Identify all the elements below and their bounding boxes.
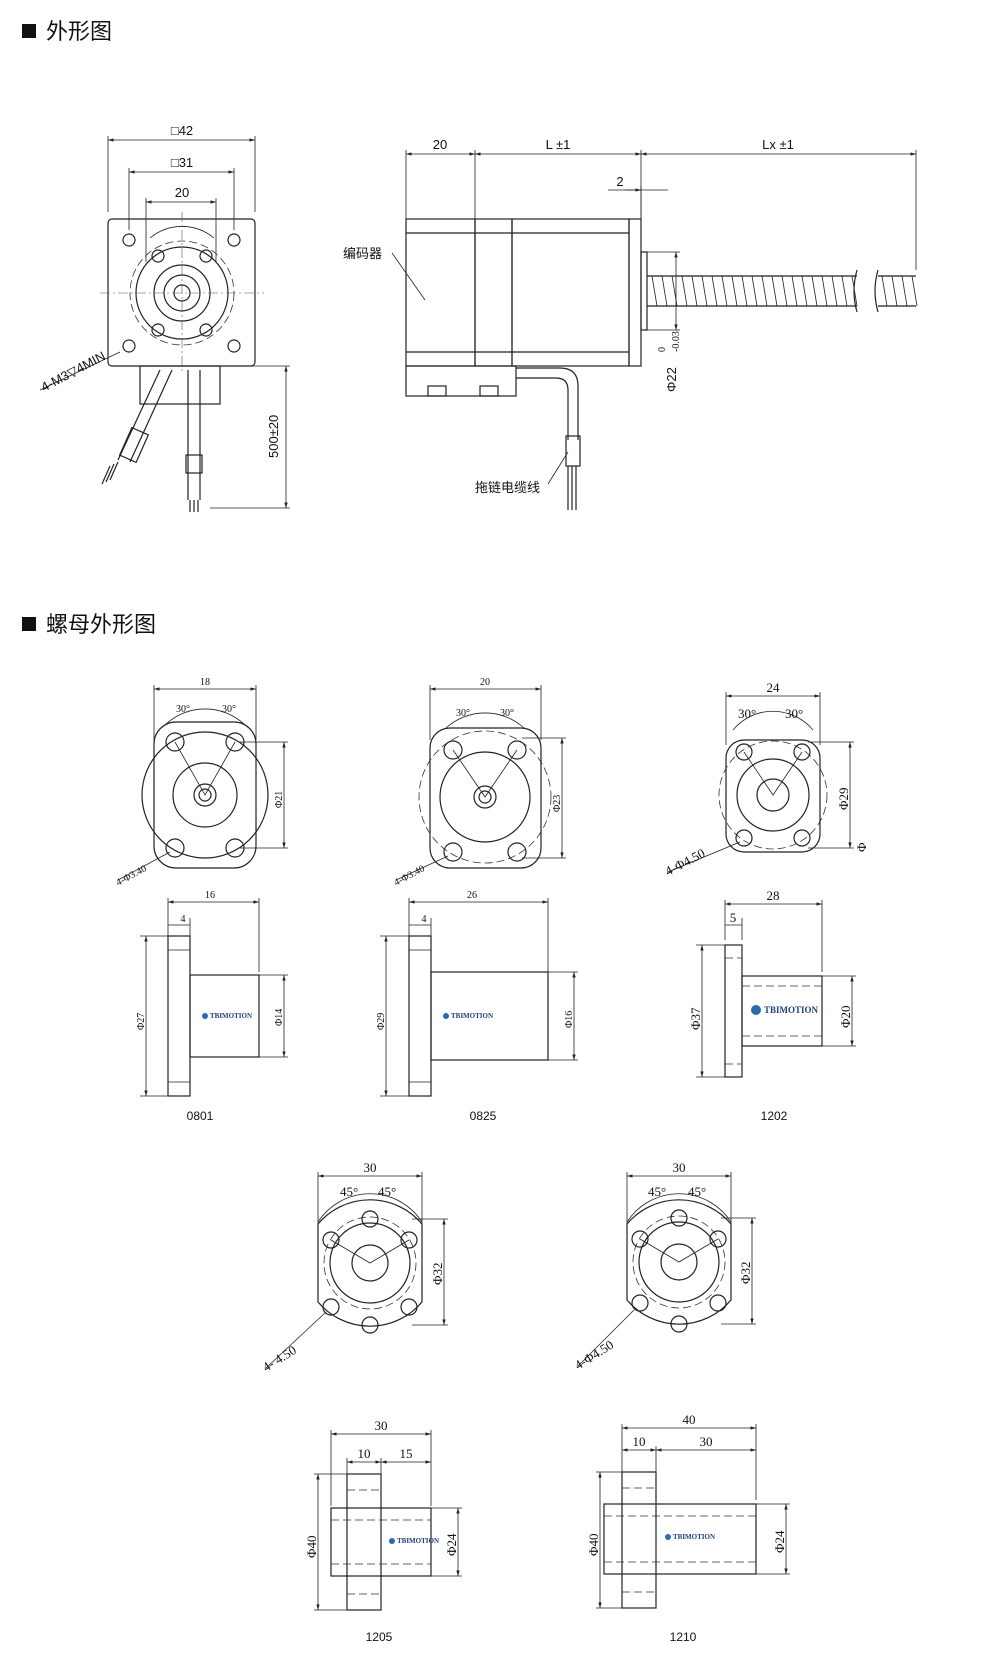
nut-1202-flange: 5	[730, 910, 737, 925]
nut-0825-model: 0825	[470, 1109, 497, 1123]
dim-shaft-dia: Φ22	[664, 367, 679, 392]
nut-0801-length: 16	[205, 890, 215, 901]
square-bullet-icon	[22, 617, 36, 631]
nut-1210-angle-right: 45°	[688, 1184, 706, 1199]
nut-1210-body: Φ24	[772, 1530, 787, 1553]
nut-1210-od: Φ40	[586, 1533, 601, 1556]
nut-1205-angle-left: 45°	[340, 1184, 358, 1199]
nut-0825-front-view: 20 30° 30° Φ23 4-Φ3.40	[392, 677, 566, 889]
nut-1205-logo: TBIMOTION	[397, 1537, 439, 1545]
nut-0825-body: Φ16	[564, 1011, 575, 1028]
dim-20-front: 20	[175, 185, 189, 200]
nut-1205-od: Φ40	[304, 1535, 319, 1558]
nut-1202-od: Φ37	[688, 1007, 703, 1030]
square-bullet-icon	[22, 24, 36, 38]
dim-2: 2	[616, 174, 623, 189]
nut-1202-body: Φ20	[838, 1005, 853, 1028]
nut-1205-angle-right: 45°	[378, 1184, 396, 1199]
nut-1202-angle-right: 30°	[785, 706, 803, 721]
nut-1210-side-view: 40 10 30 Φ40 Φ24 TBIMOTION 1210	[586, 1412, 790, 1644]
nut-0801-side-view: 16 4 Φ27 Φ14 TBIMOTION 0801	[136, 890, 288, 1123]
mount-holes-note: 4-M3▽4MIN	[38, 348, 107, 394]
nut-1210-logo: TBIMOTION	[673, 1533, 715, 1541]
nut-1202-logo: TBIMOTION	[764, 1005, 819, 1015]
shaft-tol-lower: -0.03	[671, 331, 682, 352]
nut-1210-front-view: 30 45° 45° Φ32 4-Φ4.50	[572, 1160, 756, 1373]
nut-0825-holes: 4-Φ3.40	[392, 863, 426, 888]
nut-0801-model: 0801	[187, 1109, 214, 1123]
nut-1205-pcd: Φ32	[430, 1262, 445, 1285]
nut-1210-holes: 4-Φ4.50	[572, 1337, 616, 1373]
nut-0801-logo: TBIMOTION	[210, 1012, 252, 1020]
outline-title-text: 外形图	[46, 20, 113, 45]
outline-section-title: 外形图	[22, 14, 112, 46]
shaft-tol-upper: 0	[657, 347, 668, 352]
tbimotion-logo-icon	[202, 1013, 208, 1019]
nut-0825-flange: 4	[422, 914, 427, 925]
nut-0801-front-view: 18 30° 30° Φ21 4-Φ3.40	[114, 677, 288, 889]
nut-title-text: 螺母外形图	[46, 613, 157, 638]
encoder-label: 编码器	[343, 246, 382, 261]
nut-0801-flange: 4	[181, 914, 186, 925]
dim-20-side: 20	[433, 137, 447, 152]
nut-0825-pcd: Φ23	[552, 795, 563, 812]
nut-1210-width: 30	[673, 1160, 686, 1175]
nut-1210-pcd: Φ32	[738, 1261, 753, 1284]
nut-0801-width: 18	[200, 677, 210, 688]
nut-1210-body-len: 30	[700, 1434, 713, 1449]
nut-1210-model: 1210	[670, 1630, 697, 1644]
nut-1202-length: 28	[767, 888, 780, 903]
nut-1205-body-len: 15	[400, 1446, 413, 1461]
nut-1205-front-view: 30 45° 45° Φ32 4- 4.50	[260, 1160, 448, 1375]
dim-square-31: □31	[171, 155, 193, 170]
nut-0801-holes: 4-Φ3.40	[114, 863, 148, 888]
tbimotion-logo-icon	[665, 1534, 671, 1540]
nut-section-title: 螺母外形图	[22, 607, 156, 639]
nut-1210-angle-left: 45°	[648, 1184, 666, 1199]
nut-1202-front-view: 24 30° 30° Φ29 Φ 4-Φ4.50	[662, 680, 869, 879]
tbimotion-logo-icon	[751, 1005, 761, 1015]
nut-1205-holes: 4- 4.50	[260, 1342, 299, 1374]
cable-label: 拖链电缆线	[475, 480, 540, 495]
dim-Lx: Lx ±1	[762, 137, 794, 152]
nut-1205-length: 30	[375, 1418, 388, 1433]
nut-1202-model: 1202	[761, 1109, 788, 1123]
nut-1205-width: 30	[364, 1160, 377, 1175]
dim-square-42: □42	[171, 123, 193, 138]
nut-0801-angle-right: 30°	[222, 704, 236, 715]
nut-0801-angle-left: 30°	[176, 704, 190, 715]
nut-0825-side-view: 26 4 Φ29 Φ16 TBIMOTION 0825	[376, 890, 578, 1123]
nut-0825-od: Φ29	[376, 1013, 387, 1030]
tbimotion-logo-icon	[443, 1013, 449, 1019]
nut-0801-od: Φ27	[136, 1013, 147, 1030]
nut-1205-flange: 10	[358, 1446, 371, 1461]
nut-1202-side-view: 28 5 Φ37 Φ20 TBIMOTION 1202	[688, 888, 856, 1123]
nut-1205-body: Φ24	[444, 1533, 459, 1556]
nut-1210-flange: 10	[633, 1434, 646, 1449]
nut-1210-length: 40	[683, 1412, 696, 1427]
nut-1205-side-view: 30 10 15 Φ40 Φ24 TBIMOTION 1205	[304, 1418, 462, 1644]
nut-0825-angle-left: 30°	[456, 708, 470, 719]
nut-0801-body: Φ14	[274, 1009, 285, 1026]
nut-1202-angle-left: 30°	[738, 706, 756, 721]
dim-cable-length: 500±20	[266, 415, 281, 458]
motor-side-view: 20 L ±1 Lx ±1 2 Φ22 0 -0.03 编码	[343, 137, 918, 510]
nut-1202-pcd: Φ29	[836, 787, 851, 810]
motor-front-view: □42 □31 20 4-M3▽4MIN	[38, 123, 290, 512]
nut-0825-length: 26	[467, 890, 477, 901]
nut-0825-logo: TBIMOTION	[451, 1012, 493, 1020]
nut-0825-angle-right: 30°	[500, 708, 514, 719]
nut-0801-pcd: Φ21	[274, 791, 285, 808]
dim-L: L ±1	[546, 137, 571, 152]
nut-1205-model: 1205	[366, 1630, 393, 1644]
nut-0825-width: 20	[480, 677, 490, 688]
tbimotion-logo-icon	[389, 1538, 395, 1544]
nut-1202-holes: 4-Φ4.50	[662, 845, 707, 878]
nut-1202-width: 24	[767, 680, 781, 695]
nut-1202-extra: Φ	[854, 842, 869, 852]
